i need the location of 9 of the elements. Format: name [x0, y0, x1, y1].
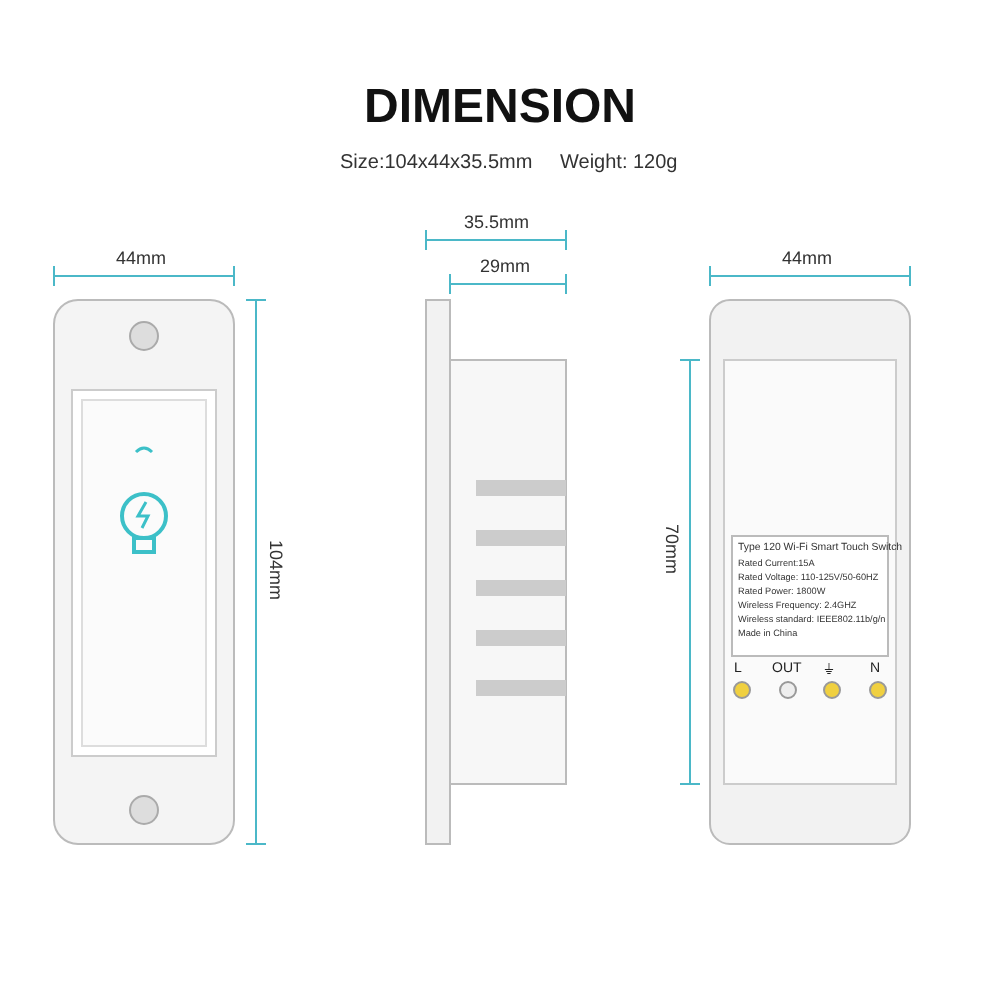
dimension-label: 44mm	[116, 248, 167, 268]
dimension-label: 104mm	[266, 540, 286, 601]
subtitle: Weight: 120g	[560, 152, 678, 174]
dimension-label: 29mm	[480, 256, 531, 276]
title: DIMENSION	[364, 80, 636, 136]
dimension-label: 44mm	[782, 248, 833, 268]
subtitle: Size:104x44x35.5mm	[340, 152, 533, 174]
dimension-label: 35.5mm	[464, 212, 530, 232]
dimension-label: 70mm	[662, 524, 682, 575]
